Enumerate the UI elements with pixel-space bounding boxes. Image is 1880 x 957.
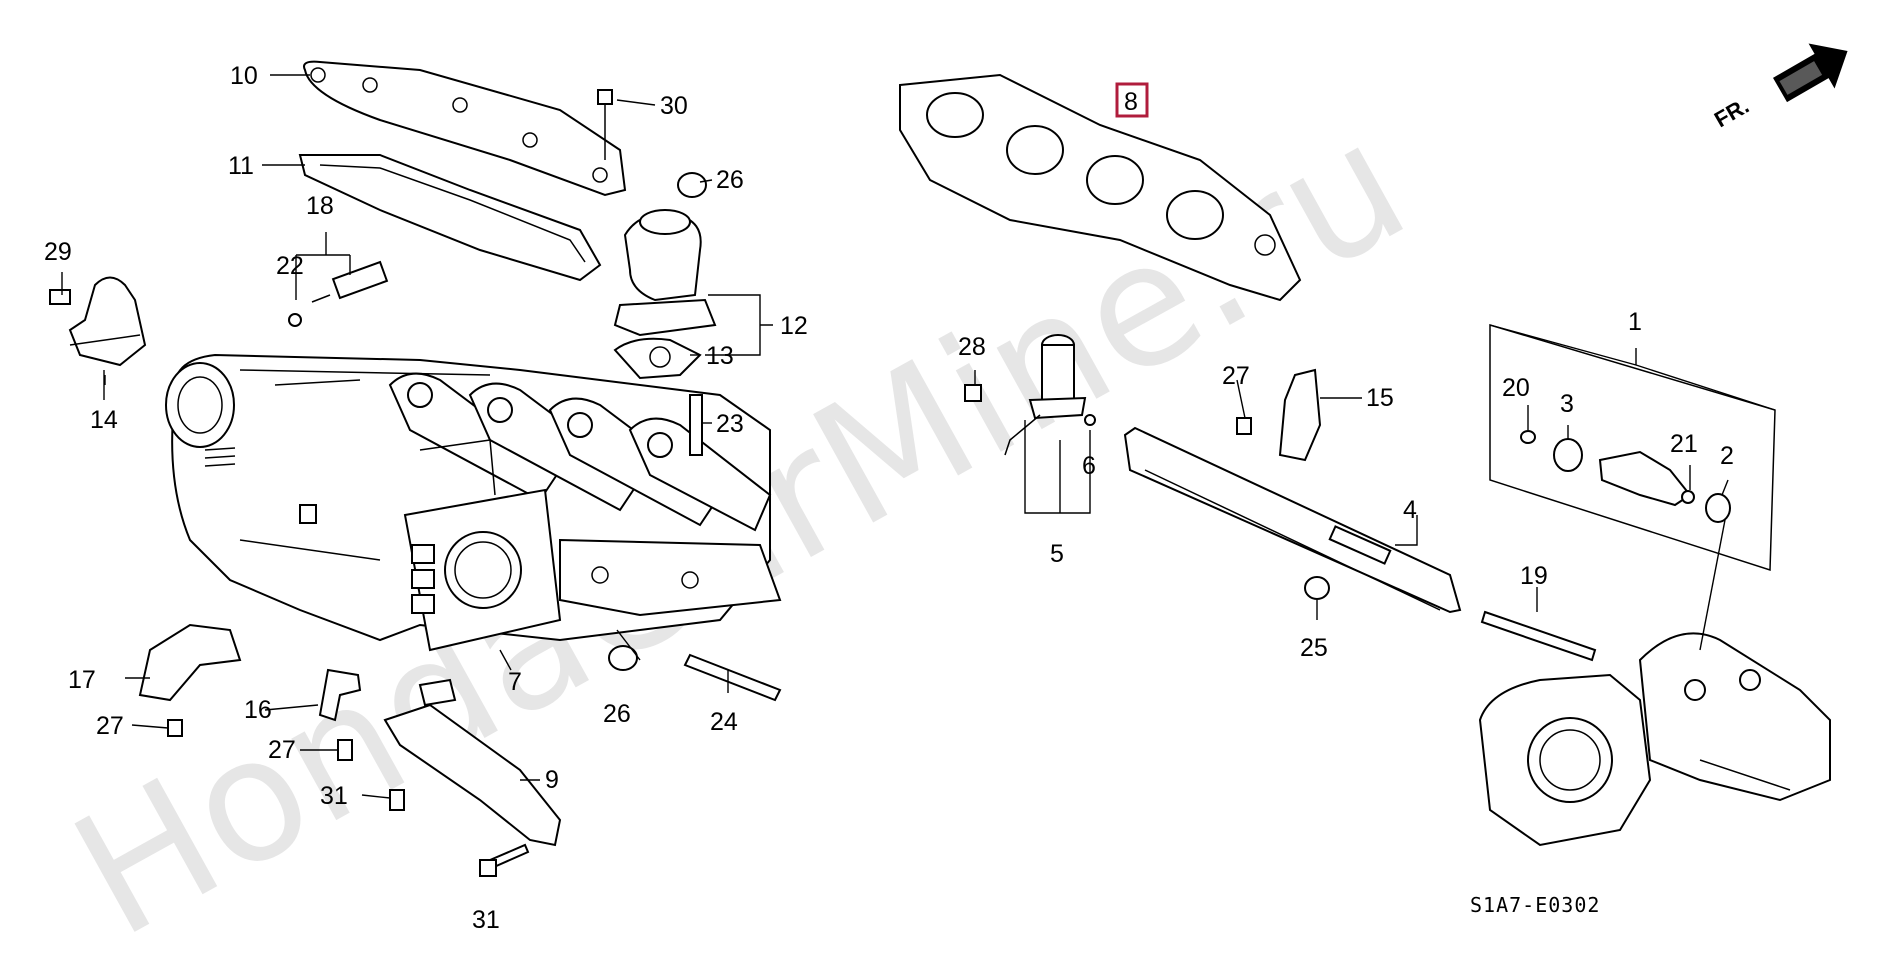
intake-manifold (165, 353, 782, 652)
callout-labels: 10 11 18 22 29 14 30 26 12 13 23 7 26 24… (44, 62, 1734, 934)
callout-19: 19 (1520, 562, 1548, 590)
callout-29: 29 (44, 238, 72, 266)
callout-3: 3 (1560, 390, 1574, 418)
callout-2: 2 (1720, 442, 1734, 470)
callout-9: 9 (545, 766, 559, 794)
callout-13: 13 (706, 342, 734, 370)
callout-26b: 26 (603, 700, 631, 728)
callout-31a: 31 (320, 782, 348, 810)
part-25-nut (1304, 576, 1330, 600)
callout-24: 24 (710, 708, 738, 736)
callout-1: 1 (1628, 308, 1642, 336)
callout-10: 10 (230, 62, 258, 90)
part-14-bracket (49, 276, 147, 367)
callout-28: 28 (958, 333, 986, 361)
manifold-reference-view (1478, 632, 1831, 847)
callout-16: 16 (244, 696, 272, 724)
callout-23: 23 (716, 410, 744, 438)
part-17-bracket (138, 623, 242, 737)
callout-18: 18 (306, 192, 334, 220)
callout-20: 20 (1502, 374, 1530, 402)
callout-15: 15 (1366, 384, 1394, 412)
leader-lines (61, 74, 1776, 799)
left-bolts (337, 89, 782, 877)
callout-7: 7 (508, 668, 522, 696)
part-11-gasket (298, 154, 602, 282)
callout-6: 6 (1082, 452, 1096, 480)
callout-12: 12 (780, 312, 808, 340)
diagram-code: S1A7-E0302 (1470, 893, 1600, 917)
part-1-injector-group (1489, 323, 1776, 572)
part-12-egr-valve (613, 209, 717, 380)
part-8-manifold-gasket (899, 73, 1302, 302)
callout-27a: 27 (96, 712, 124, 740)
callout-26a: 26 (716, 166, 744, 194)
part-10-cover (303, 60, 627, 197)
part-5-pressure-regulator (964, 334, 1096, 456)
callout-21: 21 (1670, 430, 1698, 458)
part-19-stud (1480, 610, 1597, 662)
front-direction-label: FR. (1710, 93, 1753, 132)
callout-14: 14 (90, 406, 118, 434)
callout-8[interactable]: 8 (1124, 88, 1138, 116)
part-9-stay (383, 678, 562, 847)
part-27-bolt (1236, 417, 1252, 435)
callout-5: 5 (1050, 540, 1064, 568)
callout-31b: 31 (472, 906, 500, 934)
part-16-bracket (318, 668, 362, 722)
callout-22: 22 (276, 252, 304, 280)
callout-25: 25 (1300, 634, 1328, 662)
callout-30: 30 (660, 92, 688, 120)
highlighted-part-8-box (1115, 82, 1149, 118)
part-15-bracket (1278, 368, 1322, 462)
part-18-temp-sensor (288, 260, 389, 327)
callout-11: 11 (228, 152, 254, 180)
callout-27c: 27 (1222, 362, 1250, 390)
part-4-fuel-rail (1123, 426, 1462, 614)
callout-4: 4 (1403, 496, 1417, 524)
front-direction-arrow-icon (1773, 43, 1848, 103)
callout-27b: 27 (268, 736, 296, 764)
callout-17: 17 (68, 666, 96, 694)
